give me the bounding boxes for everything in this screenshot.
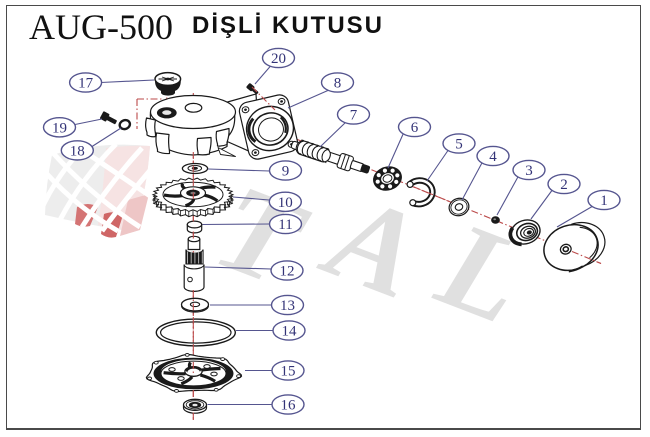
svg-text:7: 7 — [350, 108, 358, 124]
svg-text:17: 17 — [78, 76, 94, 92]
svg-text:9: 9 — [282, 164, 290, 180]
svg-text:2: 2 — [560, 177, 568, 193]
svg-text:10: 10 — [278, 195, 293, 211]
svg-text:T: T — [199, 157, 323, 314]
svg-text:12: 12 — [280, 264, 295, 280]
svg-text:1: 1 — [600, 193, 608, 209]
svg-text:11: 11 — [278, 217, 292, 233]
svg-text:18: 18 — [70, 143, 85, 159]
svg-text:6: 6 — [411, 120, 419, 136]
svg-text:20: 20 — [271, 51, 286, 67]
svg-text:14: 14 — [282, 324, 298, 340]
svg-text:8: 8 — [334, 76, 342, 92]
svg-text:3: 3 — [525, 163, 533, 179]
svg-text:5: 5 — [455, 137, 463, 153]
svg-text:19: 19 — [52, 120, 67, 136]
svg-text:4: 4 — [489, 149, 497, 165]
svg-text:16: 16 — [281, 398, 297, 414]
svg-text:L: L — [421, 195, 542, 350]
svg-text:13: 13 — [280, 298, 295, 314]
svg-text:15: 15 — [281, 364, 296, 380]
